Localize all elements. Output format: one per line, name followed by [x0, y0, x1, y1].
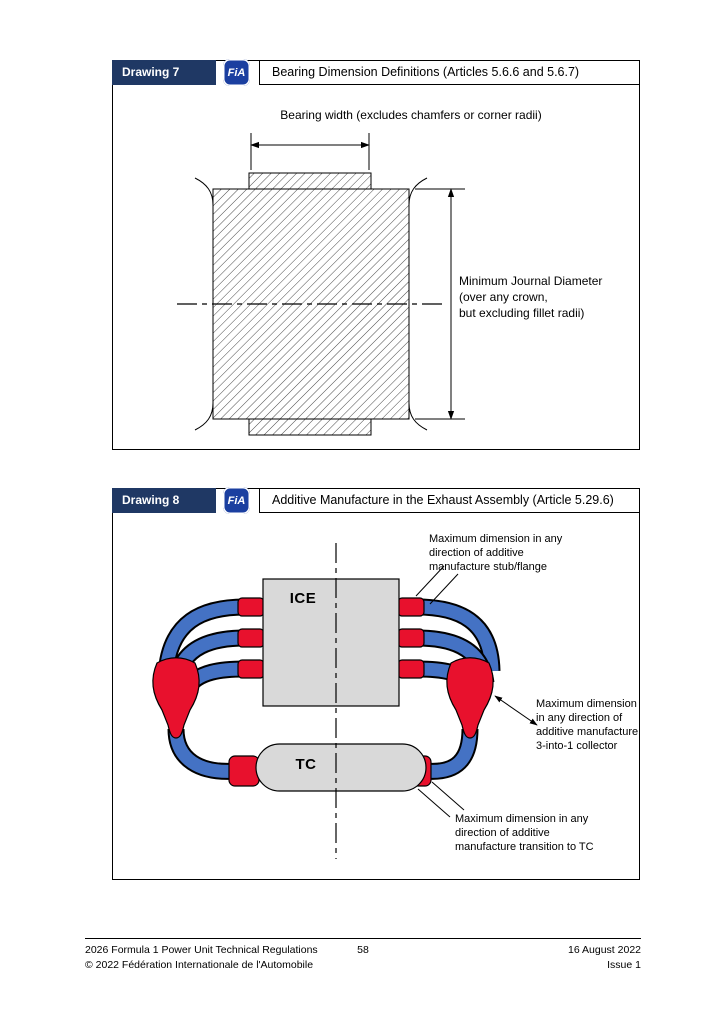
- drawing8-title: Additive Manufacture in the Exhaust Asse…: [259, 488, 640, 513]
- exhaust-diagram: [152, 543, 538, 859]
- journal-diameter-note: Minimum Journal Diameter (over any crown…: [459, 274, 603, 321]
- transition-leader-line-1: [417, 788, 451, 818]
- drawing7-header: Drawing 7 FiA Bearing Dimension Definiti…: [112, 59, 640, 86]
- stub-flange-note: Maximum dimension in any direction of ad…: [429, 533, 563, 574]
- bearing-shell-bottom: [248, 418, 372, 436]
- drawing8-header: Drawing 8 FiA Additive Manufacture in th…: [112, 487, 640, 514]
- stub-left-1: [237, 597, 265, 617]
- fia-logo: FiA: [223, 59, 250, 86]
- page-footer: 2026 Formula 1 Power Unit Technical Regu…: [85, 938, 641, 973]
- footer-left: 2026 Formula 1 Power Unit Technical Regu…: [85, 943, 357, 973]
- drawing8-label: Drawing 8: [112, 488, 216, 513]
- drawing8-panel: Drawing 8 FiA Additive Manufacture in th…: [112, 487, 640, 880]
- ice-label: ICE: [289, 590, 317, 607]
- drawing7-title: Bearing Dimension Definitions (Articles …: [259, 60, 640, 85]
- drawing7-canvas: Bearing width (excludes chamfers or corn…: [113, 85, 639, 454]
- fia-logo: FiA: [223, 487, 250, 514]
- footer-page-number: 58: [357, 944, 369, 956]
- stub-leader-line-2: [429, 573, 459, 605]
- collector-right: [446, 657, 494, 739]
- tc-box: [255, 743, 427, 792]
- stub-right-1: [397, 597, 425, 617]
- fia-logo-text: FiA: [227, 66, 246, 79]
- collector-note: Maximum dimension in any direction of ad…: [536, 698, 639, 753]
- footer-copyright: © 2022 Fédération Internationale de l'Au…: [85, 959, 314, 972]
- bearing-diagram: [177, 133, 465, 436]
- stub-right-2: [397, 628, 425, 648]
- fillet-curve-top-left: [194, 177, 214, 206]
- tc-transition-left: [228, 755, 260, 787]
- fillet-curve-bottom-left: [194, 402, 214, 431]
- bearing-shell-top: [248, 172, 372, 190]
- fillet-curve-bottom-right: [408, 402, 428, 431]
- transition-note: Maximum dimension in any direction of ad…: [455, 813, 594, 854]
- footer-doc-title: 2026 Formula 1 Power Unit Technical Regu…: [85, 944, 318, 956]
- bearing-width-note: Bearing width (excludes chamfers or corn…: [280, 108, 542, 122]
- fillet-curve-top-right: [408, 177, 428, 206]
- drawing8-canvas: ICE TC Maximum dimension in any directio…: [113, 513, 639, 884]
- drawing7-panel: Drawing 7 FiA Bearing Dimension Definiti…: [112, 59, 640, 450]
- transition-leader-line-2: [431, 781, 465, 811]
- tc-feed-pipe-left: [169, 728, 238, 778]
- stub-right-3: [397, 659, 425, 679]
- collector-left: [152, 657, 200, 739]
- stub-leader-line-1: [415, 565, 445, 597]
- footer-date: 16 August 2022: [568, 944, 641, 956]
- drawing7-label: Drawing 7: [112, 60, 216, 85]
- stub-left-3: [237, 659, 265, 679]
- ice-box: [262, 578, 400, 707]
- fia-logo-text: FiA: [227, 494, 246, 507]
- tc-label: TC: [295, 756, 317, 773]
- footer-right: 16 August 2022 Issue 1: [369, 943, 641, 973]
- collector-dimension-line: [494, 695, 538, 726]
- footer-issue: Issue 1: [607, 959, 641, 972]
- exhaust-pipe-right-1: [416, 600, 499, 672]
- stub-left-2: [237, 628, 265, 648]
